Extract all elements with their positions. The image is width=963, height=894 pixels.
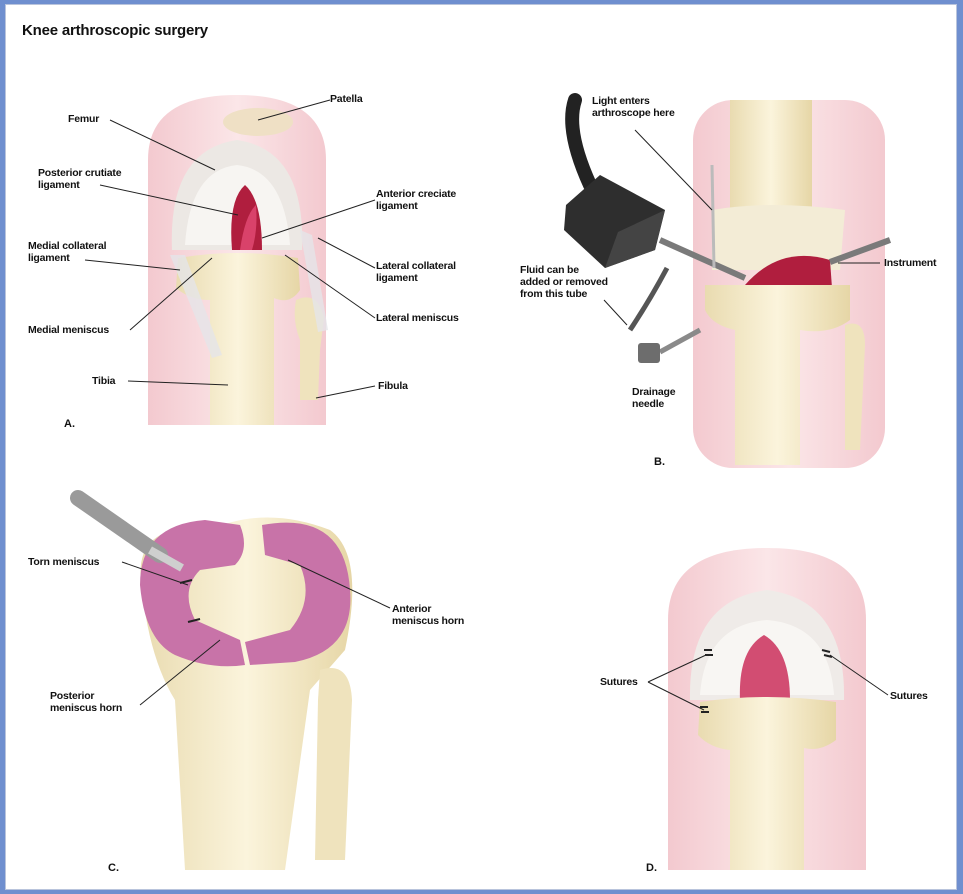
panel-b-drawing <box>564 100 890 468</box>
panel-d-drawing <box>668 548 866 870</box>
label-lateral-collateral-ligament: Lateral collateral ligament <box>376 260 456 284</box>
label-sutures-left: Sutures <box>600 676 638 688</box>
label-medial-meniscus: Medial meniscus <box>28 324 109 336</box>
panel-b-letter: B. <box>654 456 665 468</box>
label-light-enters: Light enters arthroscope here <box>592 95 675 119</box>
figure-title: Knee arthroscopic surgery <box>22 22 208 39</box>
label-medial-collateral-ligament: Medial collateral ligament <box>28 240 106 264</box>
panel-a-drawing <box>148 95 328 425</box>
label-drainage-needle: Drainage needle <box>632 386 675 410</box>
label-posterior-cruciate-ligament: Posterior crutiate ligament <box>38 167 121 191</box>
label-sutures-right: Sutures <box>890 690 928 702</box>
label-torn-meniscus: Torn meniscus <box>28 556 99 568</box>
label-instrument: Instrument <box>884 257 936 269</box>
panel-a-letter: A. <box>64 418 75 430</box>
label-fluid-tube: Fluid can be added or removed from this … <box>520 264 608 300</box>
panel-c-drawing <box>78 498 352 870</box>
label-fibula: Fibula <box>378 380 408 392</box>
panel-d-letter: D. <box>646 862 657 874</box>
label-anterior-cruciate-ligament: Anterior creciate ligament <box>376 188 456 212</box>
label-patella: Patella <box>330 93 362 105</box>
label-lateral-meniscus: Lateral meniscus <box>376 312 459 324</box>
label-posterior-meniscus-horn: Posterior meniscus horn <box>50 690 122 714</box>
label-femur: Femur <box>68 113 99 125</box>
panel-c-letter: C. <box>108 862 119 874</box>
label-tibia: Tibia <box>92 375 115 387</box>
label-anterior-meniscus-horn: Anterior meniscus horn <box>392 603 464 627</box>
